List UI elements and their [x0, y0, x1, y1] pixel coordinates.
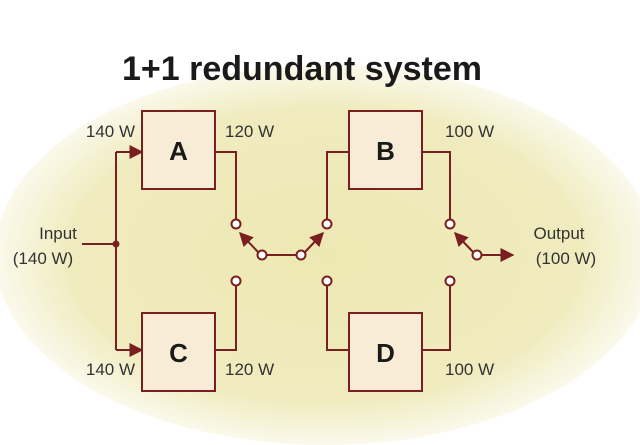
- unit-d-box: [348, 312, 423, 392]
- unit-c-output-power: 120 W: [225, 360, 274, 379]
- unit-b-input-wire: [326, 151, 349, 219]
- switch1-lever: [239, 231, 259, 253]
- switch2-pivot: [295, 249, 307, 261]
- switch2-contact-b: [321, 218, 333, 230]
- unit-a-output-wire: [215, 151, 237, 219]
- unit-c-label: C: [169, 338, 188, 368]
- diagram-title: 1+1 redundant system: [122, 50, 482, 88]
- unit-d-output-wire: [422, 286, 451, 351]
- unit-a-label: A: [169, 136, 188, 166]
- unit-d-label: D: [376, 338, 395, 368]
- unit-b-box: [348, 110, 423, 190]
- switch1-pivot: [256, 249, 268, 261]
- unit-b-output-wire: [422, 151, 451, 219]
- unit-c-box: [141, 312, 216, 392]
- unit-a-input-power: 140 W: [86, 122, 135, 141]
- switch2-contact-d: [321, 275, 333, 287]
- unit-b-output-power: 100 W: [445, 122, 494, 141]
- switch3-lever: [454, 231, 474, 253]
- output-power-label: (100 W): [536, 249, 596, 268]
- switch2-lever: [304, 231, 324, 253]
- unit-a-box: [141, 110, 216, 190]
- unit-c-input-power: 140 W: [86, 360, 135, 379]
- unit-d-output-power: 100 W: [445, 360, 494, 379]
- switch1-contact-a: [230, 218, 242, 230]
- unit-b-label: B: [376, 136, 395, 166]
- switch3-contact-b: [444, 218, 456, 230]
- switch1-contact-c: [230, 275, 242, 287]
- input-power-label: (140 W): [13, 249, 73, 268]
- switch3-contact-d: [444, 275, 456, 287]
- unit-a-output-power: 120 W: [225, 122, 274, 141]
- input-label: Input: [39, 224, 77, 243]
- unit-d-input-wire: [326, 286, 349, 351]
- output-label: Output: [533, 224, 584, 243]
- switch3-pivot: [471, 249, 483, 261]
- unit-c-output-wire: [215, 286, 237, 351]
